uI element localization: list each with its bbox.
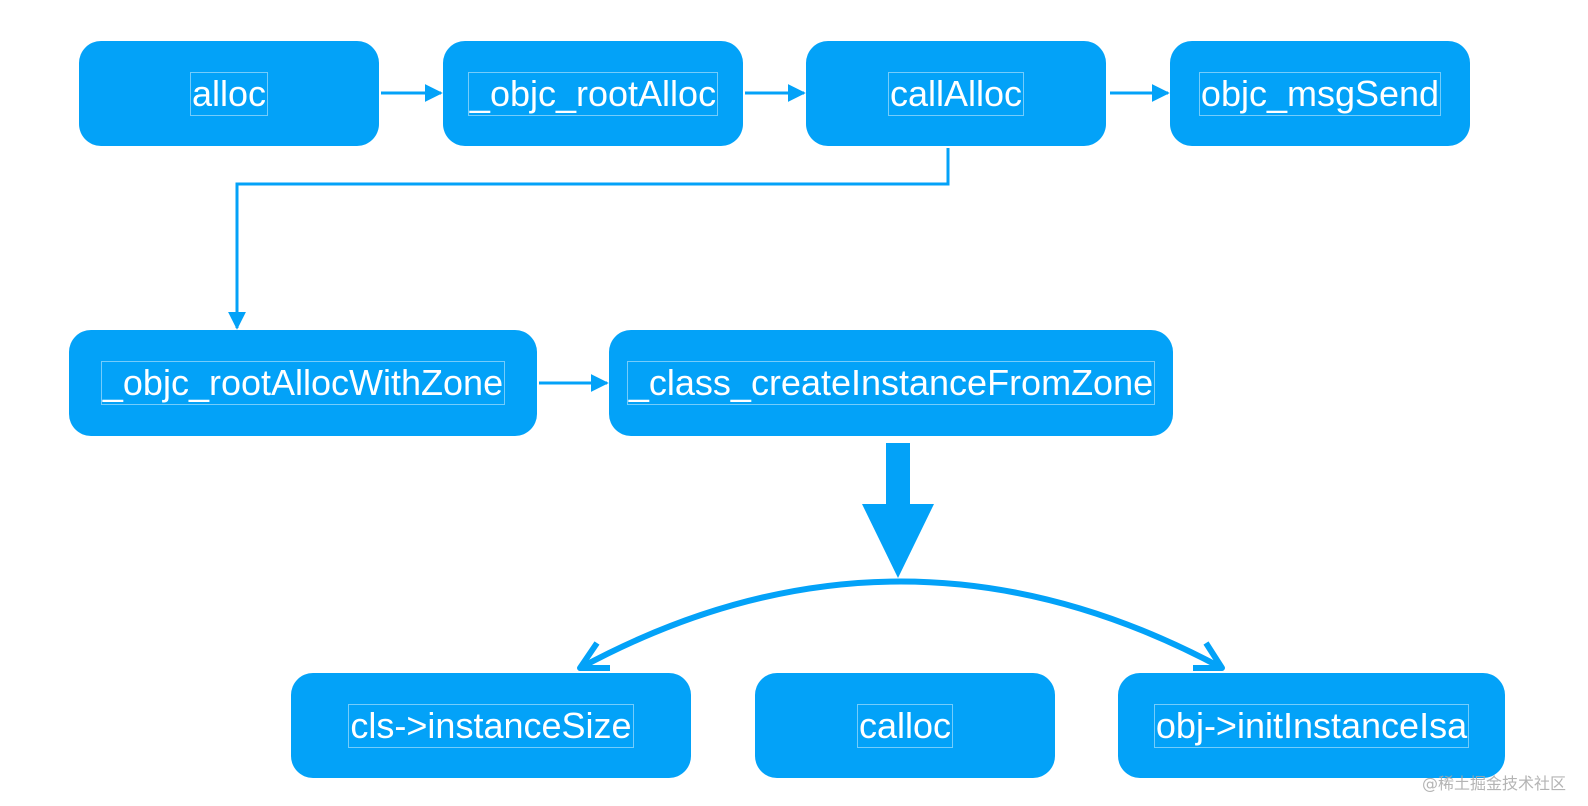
node-alloc-label: alloc <box>189 71 269 116</box>
node-obj-initinstanceisa-label: obj->initInstanceIsa <box>1153 703 1470 748</box>
node-calloc-label: calloc <box>856 703 954 748</box>
node-alloc: alloc <box>79 41 379 146</box>
node-objc-rootallocwithzone-label: _objc_rootAllocWithZone <box>100 361 506 405</box>
node-calloc: calloc <box>755 673 1055 778</box>
node-objc-rootalloc: _objc_rootAlloc <box>443 41 743 146</box>
curved-branch-arc <box>578 578 1224 671</box>
node-cls-instancesize: cls->instanceSize <box>291 673 691 778</box>
arc-left-arrowhead <box>577 641 610 671</box>
node-callalloc: callAlloc <box>806 41 1106 146</box>
node-objc-rootalloc-label: _objc_rootAlloc <box>467 71 719 116</box>
big-down-arrow <box>862 443 934 578</box>
node-callalloc-label: callAlloc <box>887 71 1025 116</box>
node-cls-instancesize-label: cls->instanceSize <box>348 703 634 748</box>
node-objc-msgsend: objc_msgSend <box>1170 41 1470 146</box>
node-obj-initinstanceisa: obj->initInstanceIsa <box>1118 673 1505 778</box>
watermark-text: @稀土掘金技术社区 <box>1421 774 1566 793</box>
edge-callalloc-to-withzone <box>228 148 950 330</box>
node-objc-rootallocwithzone: _objc_rootAllocWithZone <box>69 330 537 436</box>
arc-right-arrowhead <box>1193 641 1225 671</box>
node-class-createinstancefromzone-label: _class_createInstanceFromZone <box>626 361 1156 405</box>
node-class-createinstancefromzone: _class_createInstanceFromZone <box>609 330 1173 436</box>
node-objc-msgsend-label: objc_msgSend <box>1198 71 1442 116</box>
